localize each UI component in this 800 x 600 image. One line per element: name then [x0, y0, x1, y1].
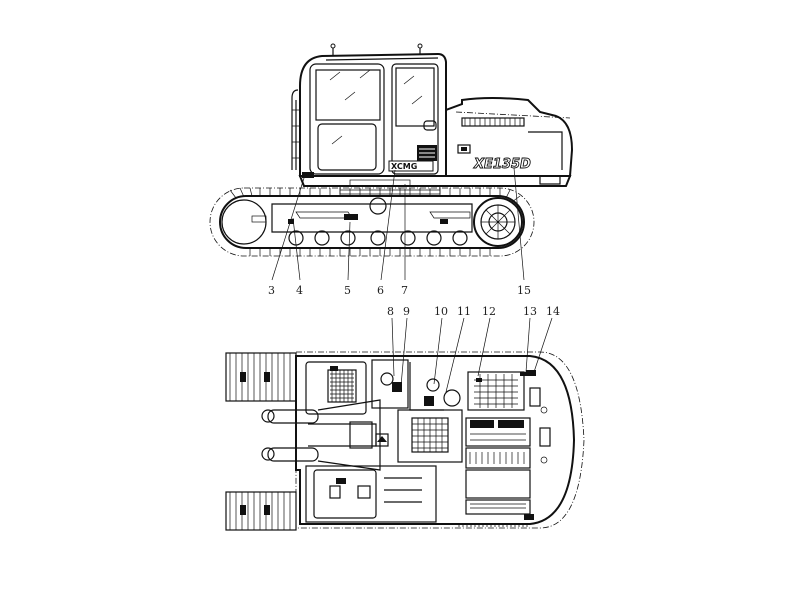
callout-5: 5: [344, 284, 351, 297]
top-view-callouts: 8 9 10 11 12 13 14: [387, 305, 560, 318]
track-assembly: [209, 187, 535, 257]
callout-15: 15: [517, 284, 531, 297]
engine-hood: XE135D: [445, 97, 574, 185]
upper-structure-top: [295, 351, 585, 529]
excavator-side-view: XCMG XE135D: [209, 43, 574, 297]
top-view-leader-lines: [391, 317, 553, 393]
excavator-top-view: 8 9 10 11 12 13 14: [225, 305, 585, 531]
side-view-callouts: 3 4 5 6 7 15: [268, 284, 531, 297]
callout-6: 6: [377, 284, 384, 297]
callout-10: 10: [434, 305, 448, 318]
callout-11: 11: [457, 305, 471, 318]
callout-13: 13: [523, 305, 537, 318]
model-decal-text: XE135D: [473, 157, 531, 172]
callout-14: 14: [546, 305, 560, 318]
tracks-top: [225, 352, 297, 531]
callout-9: 9: [403, 305, 410, 318]
callout-4: 4: [296, 284, 303, 297]
callout-12: 12: [482, 305, 496, 318]
cab: XCMG: [291, 43, 447, 178]
callout-3: 3: [268, 284, 275, 297]
side-view-leader-lines: [271, 167, 525, 281]
callout-7: 7: [401, 284, 408, 297]
boom-top: [261, 399, 389, 471]
brand-decal-text: XCMG: [391, 162, 417, 171]
callout-8: 8: [387, 305, 394, 318]
